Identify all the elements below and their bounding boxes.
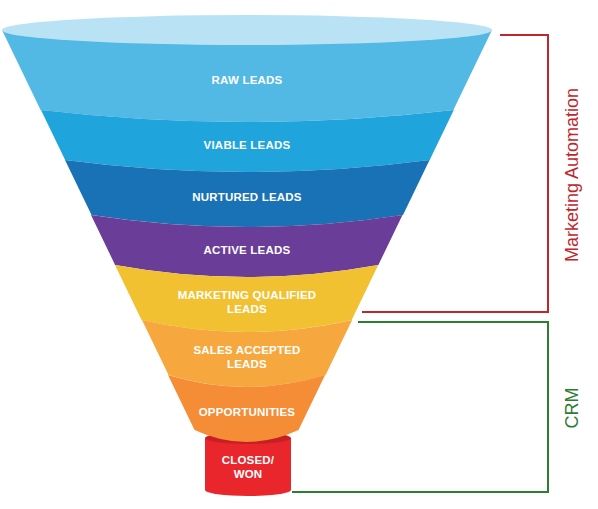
band-fill [91, 215, 402, 277]
bracket-label: Marketing Automation [562, 88, 583, 262]
band-fill [115, 265, 378, 332]
band-fill [65, 160, 430, 227]
stage-label: CLOSED/ WON [218, 453, 278, 481]
band-text-holder: VIABLE LEADS [41, 120, 454, 170]
stage-label: VIABLE LEADS [204, 138, 291, 152]
band-text-holder: SALES ACCEPTED LEADS [142, 330, 352, 385]
stage-label: OPPORTUNITIES [199, 405, 296, 419]
funnel-band: VIABLE LEADS [41, 110, 454, 172]
funnel-band: OPPORTUNITIES [168, 375, 325, 442]
spout-top [205, 432, 291, 444]
bracket-label: CRM [562, 388, 583, 429]
stage-label: NURTURED LEADS [192, 190, 302, 204]
band-fill [41, 110, 454, 172]
band-fill [168, 375, 325, 442]
stage-label: RAW LEADS [212, 73, 283, 87]
stage-label: ACTIVE LEADS [204, 243, 291, 257]
funnel-band: RAW LEADS [2, 15, 492, 122]
funnel-band: MARKETING QUALIFIED LEADS [115, 265, 378, 332]
funnel-band: ACTIVE LEADS [91, 215, 402, 277]
band-text-holder: RAW LEADS [2, 42, 492, 117]
stage-label: MARKETING QUALIFIED LEADS [162, 288, 332, 316]
band-text-holder: ACTIVE LEADS [91, 225, 402, 275]
band-text-holder: NURTURED LEADS [65, 170, 430, 225]
stage-label: SALES ACCEPTED LEADS [182, 343, 312, 371]
band-shape [2, 15, 492, 122]
funnel-rim [2, 15, 492, 45]
band-text-holder: MARKETING QUALIFIED LEADS [115, 275, 378, 330]
spout-body [205, 438, 291, 496]
band-text-holder: OPPORTUNITIES [168, 385, 325, 440]
funnel-band: NURTURED LEADS [65, 160, 430, 227]
band-text-holder: CLOSED/ WON [205, 442, 291, 492]
